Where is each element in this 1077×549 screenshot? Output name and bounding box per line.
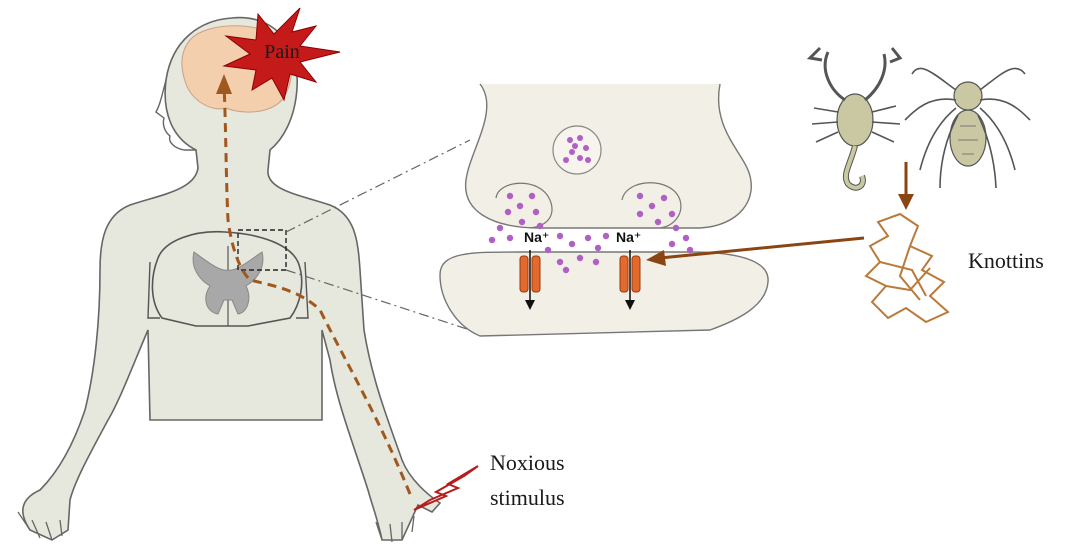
lightning-bolt-icon	[414, 466, 478, 510]
sodium-label-left: Na⁺	[524, 229, 549, 245]
scorpion-body	[837, 94, 873, 146]
spider-icon	[905, 68, 1030, 188]
knottins-label: Knottins	[968, 248, 1044, 273]
scorpion-icon	[810, 48, 900, 188]
postsynaptic-terminal	[440, 252, 768, 336]
knottin-structure-icon	[866, 214, 948, 322]
scorpion-claws	[810, 48, 900, 100]
spider-head	[954, 82, 982, 110]
presynaptic-terminal	[466, 84, 752, 228]
noxious-label-line2: stimulus	[490, 485, 565, 510]
venom-arrowhead	[898, 194, 914, 210]
synapse-icon: Na⁺ Na⁺	[440, 84, 768, 336]
noxious-label-line1: Noxious	[490, 450, 565, 475]
pain-label: Pain	[264, 41, 300, 63]
sodium-label-right: Na⁺	[616, 229, 641, 245]
noxious-stimulus: Noxious stimulus	[414, 450, 565, 510]
synaptic-vesicle	[553, 126, 601, 174]
